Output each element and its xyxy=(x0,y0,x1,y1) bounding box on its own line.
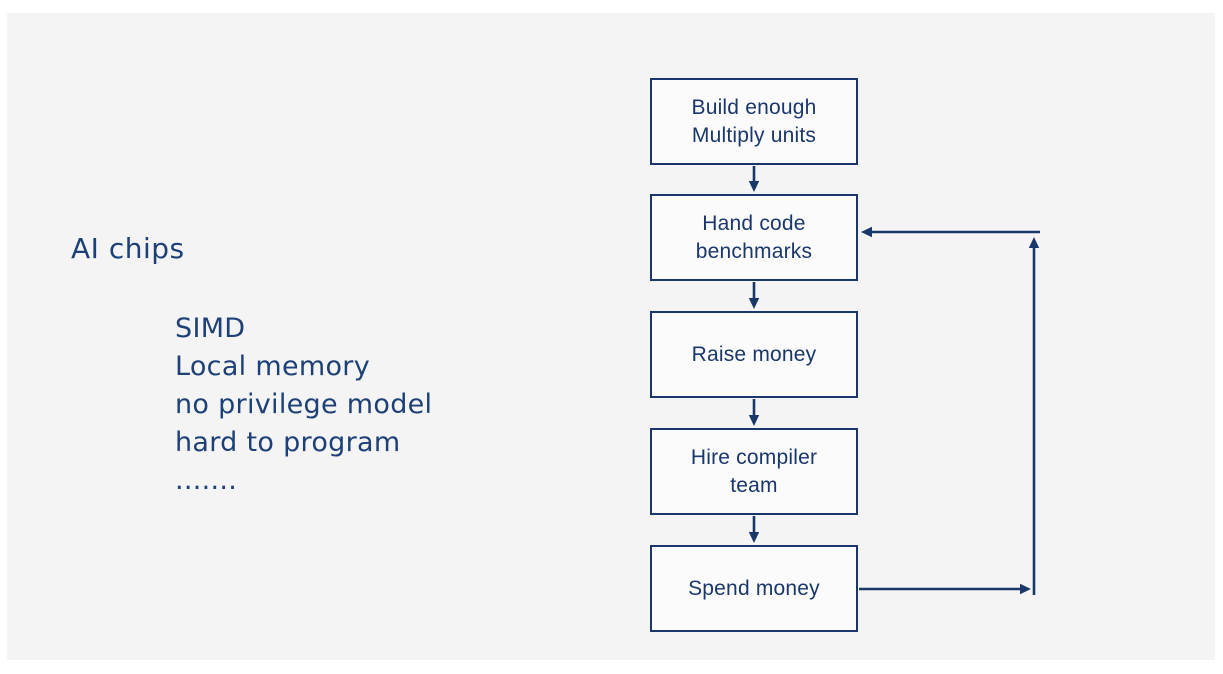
note-line-simd: SIMD xyxy=(175,313,246,344)
notes-title: AI chips xyxy=(71,232,185,265)
note-line-hard-to-program: hard to program xyxy=(175,427,401,458)
connector-build-to-handcode xyxy=(748,166,760,192)
flow-node-label: Build enough Multiply units xyxy=(691,95,817,147)
flow-node-label: Hire compiler team xyxy=(690,445,818,497)
flow-node-label: Spend money xyxy=(688,576,820,600)
note-line-privilege-model: no privilege model xyxy=(175,389,433,420)
flow-node-hire-compiler-team: Hire compiler team xyxy=(650,428,858,515)
connector-spend-to-rail xyxy=(859,583,1031,595)
flow-node-label: Hand code benchmarks xyxy=(695,211,813,263)
slide-canvas: AI chips SIMD Local memory no privilege … xyxy=(7,13,1215,660)
flow-node-build-multiply-units: Build enough Multiply units xyxy=(650,78,858,165)
connector-rail-up xyxy=(1028,237,1040,595)
connector-hire-to-spend xyxy=(748,516,760,543)
connector-raise-to-hire xyxy=(748,399,760,426)
flow-node-spend-money: Spend money xyxy=(650,545,858,632)
note-line-local-memory: Local memory xyxy=(175,351,370,382)
notes-list: SIMD Local memory no privilege model har… xyxy=(175,310,432,500)
flow-node-label: Raise money xyxy=(691,342,817,366)
flow-node-hand-code-benchmarks: Hand code benchmarks xyxy=(650,194,858,281)
note-line-ellipsis: ....... xyxy=(175,465,238,496)
flow-node-raise-money: Raise money xyxy=(650,311,858,398)
connector-handcode-to-raise xyxy=(748,282,760,309)
connector-rail-to-handcode xyxy=(861,226,1040,238)
